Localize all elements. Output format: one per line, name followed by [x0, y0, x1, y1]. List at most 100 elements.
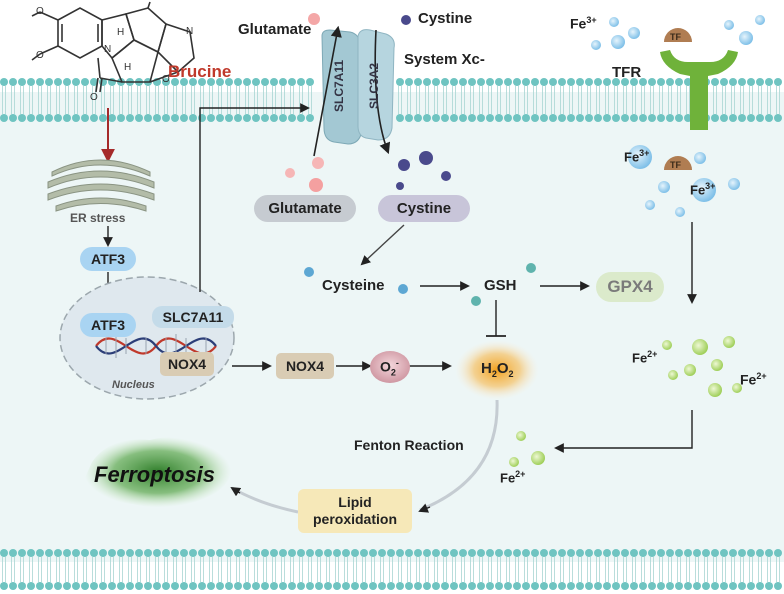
- lipid-tail: [272, 569, 276, 582]
- lipid-head: [720, 549, 728, 557]
- lipid-head: [729, 78, 737, 86]
- lipid-head: [747, 549, 755, 557]
- cystine-dot: [401, 15, 411, 25]
- lipid-tail: [38, 100, 42, 114]
- lipid-head: [468, 114, 476, 122]
- lipid-tail: [218, 100, 222, 114]
- fe2-dot: [711, 359, 723, 371]
- lipid-tail: [164, 86, 168, 100]
- lipid-head: [594, 78, 602, 86]
- lipid-head: [279, 114, 287, 122]
- lipid-head: [549, 114, 557, 122]
- lipid-head: [252, 114, 260, 122]
- fe2-dot: [509, 457, 519, 467]
- lipid-head: [45, 582, 53, 590]
- lipid-head: [522, 582, 530, 590]
- lipid-tail: [128, 557, 132, 570]
- lipid-head: [729, 114, 737, 122]
- lipid-tail: [182, 569, 186, 582]
- fe2-dot: [668, 370, 678, 380]
- lipid-head: [630, 582, 638, 590]
- lipid-head: [396, 78, 404, 86]
- lipid-head: [648, 549, 656, 557]
- lipid-tail: [155, 569, 159, 582]
- lipid-head: [99, 549, 107, 557]
- lipid-head: [576, 582, 584, 590]
- lipid-tail: [38, 86, 42, 100]
- lipid-head: [738, 114, 746, 122]
- lipid-tail: [74, 557, 78, 570]
- lipid-head: [756, 549, 764, 557]
- lipid-tail: [281, 569, 285, 582]
- lipid-tail: [299, 569, 303, 582]
- lipid-tail: [515, 86, 519, 100]
- lipid-tail: [506, 569, 510, 582]
- lipid-head: [477, 114, 485, 122]
- lipid-head: [279, 78, 287, 86]
- lipid-head: [216, 582, 224, 590]
- lipid-tail: [272, 557, 276, 570]
- fe3-dot: [628, 27, 640, 39]
- fe2-dot: [732, 383, 742, 393]
- lipid-tail: [317, 569, 321, 582]
- lipid-head: [72, 114, 80, 122]
- lipid-head: [549, 78, 557, 86]
- lipid-tail: [641, 100, 645, 114]
- lipid-head: [567, 582, 575, 590]
- lipid-head: [639, 549, 647, 557]
- lipid-head: [729, 549, 737, 557]
- lipid-tail: [560, 569, 564, 582]
- lipid-head: [207, 549, 215, 557]
- lipid-tail: [659, 569, 663, 582]
- lipid-head: [585, 78, 593, 86]
- lipid-tail: [209, 569, 213, 582]
- lipid-head: [549, 549, 557, 557]
- atf3-nucleus-pill: ATF3: [80, 313, 136, 337]
- lipid-head: [135, 549, 143, 557]
- lipid-peroxidation-pill: Lipid peroxidation: [298, 489, 412, 533]
- lipid-tail: [11, 100, 15, 114]
- gsh-dot: [471, 296, 481, 306]
- lipid-head: [450, 549, 458, 557]
- lipid-tail: [155, 86, 159, 100]
- lipid-head: [576, 78, 584, 86]
- lipid-head: [243, 549, 251, 557]
- lipid-tail: [740, 100, 744, 114]
- glutamate-top-label: Glutamate: [238, 21, 312, 38]
- plasma-membrane-bottom: [0, 549, 782, 590]
- tf-top-label: TF: [670, 32, 681, 42]
- lipid-head: [441, 582, 449, 590]
- lipid-tail: [173, 557, 177, 570]
- lipid-tail: [272, 86, 276, 100]
- lipid-head: [423, 582, 431, 590]
- lipid-tail: [479, 557, 483, 570]
- lipid-tail: [20, 569, 24, 582]
- lipid-head: [567, 114, 575, 122]
- lipid-head: [765, 114, 773, 122]
- lipid-head: [306, 582, 314, 590]
- lipid-head: [765, 549, 773, 557]
- lipid-tail: [578, 100, 582, 114]
- lipid-tail: [632, 86, 636, 100]
- lipid-tail: [146, 100, 150, 114]
- lipid-tail: [173, 100, 177, 114]
- lipid-head: [432, 78, 440, 86]
- lipid-tail: [245, 569, 249, 582]
- lipid-head: [108, 114, 116, 122]
- lipid-head: [9, 582, 17, 590]
- lipid-tail: [497, 100, 501, 114]
- er-stress-label: ER stress: [70, 211, 126, 225]
- fe2-bottom-label: Fe2+: [500, 469, 526, 486]
- brucine-oxygen-2: O: [36, 50, 44, 61]
- lipid-head: [396, 549, 404, 557]
- lipid-tail: [443, 86, 447, 100]
- lipid-head: [468, 582, 476, 590]
- lipid-head: [36, 582, 44, 590]
- lipid-head: [612, 549, 620, 557]
- lipid-tail: [515, 100, 519, 114]
- lipid-head: [378, 582, 386, 590]
- lipid-tail: [506, 86, 510, 100]
- lipid-head: [657, 114, 665, 122]
- cystine-top-label: Cystine: [418, 10, 473, 27]
- lipid-tail: [470, 557, 474, 570]
